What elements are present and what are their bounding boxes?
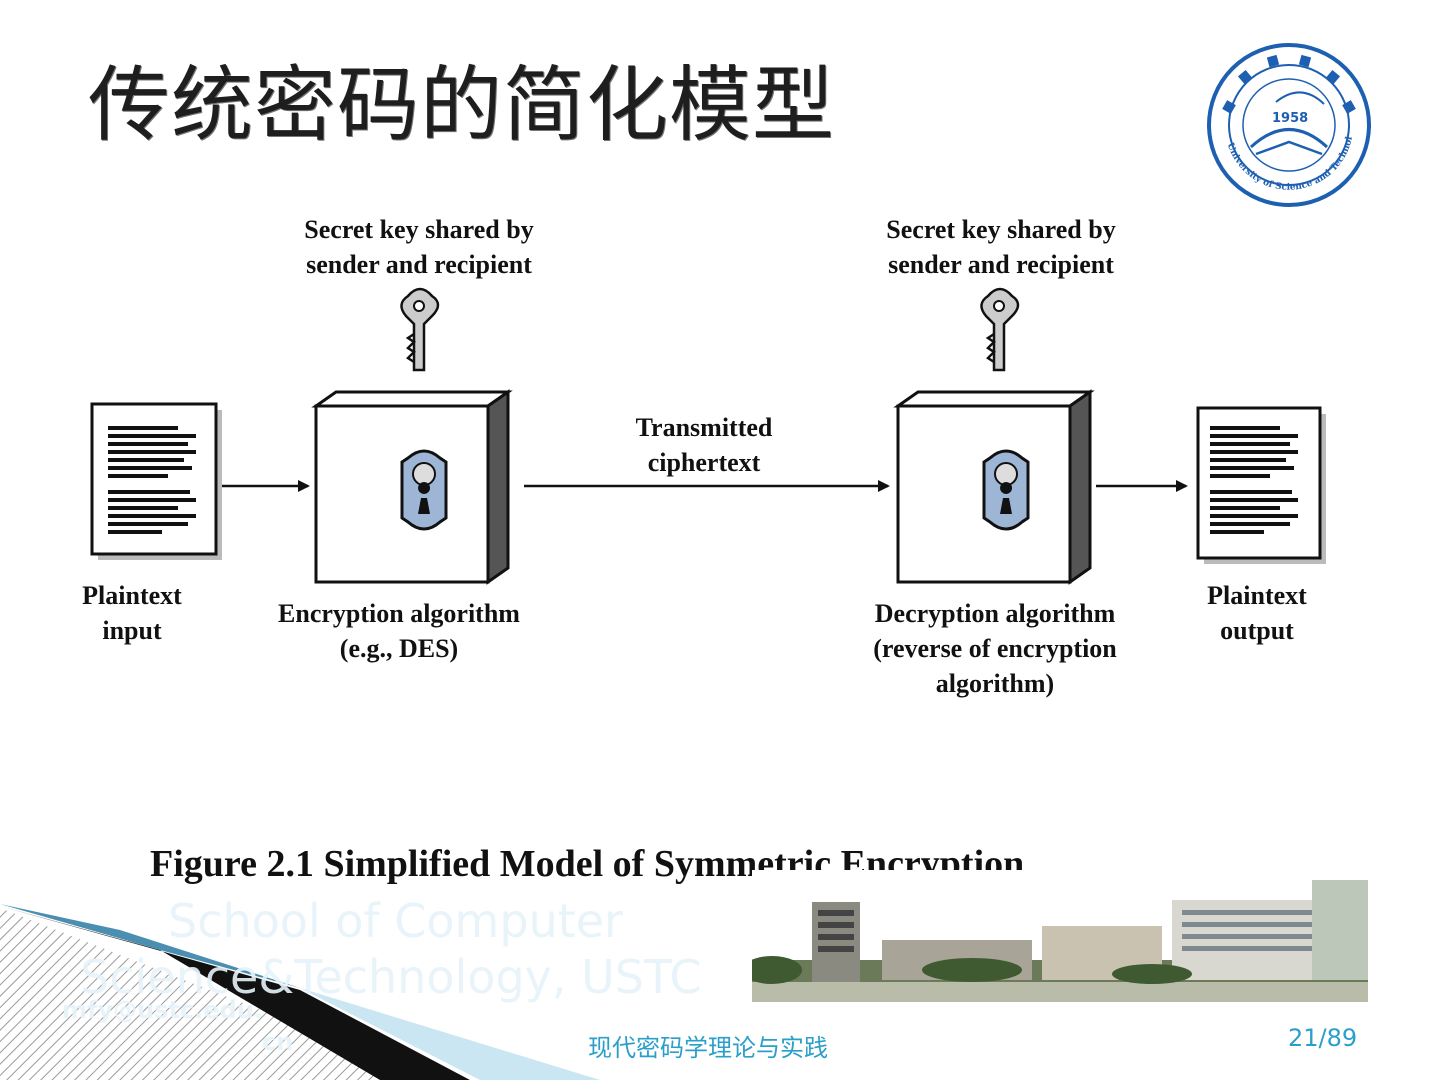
encryption-label-line2: (e.g., DES) <box>339 634 459 663</box>
decryption-lock-icon <box>982 449 1030 531</box>
left-key-label-line2: sender and recipient <box>306 250 532 279</box>
right-key-label-line1: Secret key shared by <box>886 215 1116 244</box>
encryption-lock-icon <box>400 449 448 531</box>
plaintext-input-line1: Plaintext <box>82 581 182 610</box>
plaintext-input-document-icon <box>90 402 222 560</box>
decryption-algorithm-box <box>893 389 1095 585</box>
plaintext-output-line1: Plaintext <box>1207 581 1307 610</box>
decryption-label-line3: algorithm) <box>935 669 1055 698</box>
left-key-label-line1: Secret key shared by <box>304 215 534 244</box>
plaintext-output-label: Plaintext output <box>1186 578 1328 648</box>
plaintext-output-line2: output <box>1220 616 1294 645</box>
symmetric-encryption-diagram <box>90 287 1326 585</box>
page-number: 21/89 <box>1288 1024 1358 1052</box>
plaintext-input-label: Plaintext input <box>62 578 202 648</box>
contact-email-line2: cn <box>262 1028 294 1056</box>
university-seal-logo: 1958 University of Science and Technolog… <box>1206 42 1371 207</box>
school-name-line1: School of Computer <box>168 894 623 948</box>
plaintext-output-document-icon <box>1196 406 1326 564</box>
slide-title: 传统密码的简化模型 <box>88 58 836 153</box>
contact-email-line1: mfy@ustc.edu. <box>62 996 263 1024</box>
right-key-label: Secret key shared by sender and recipien… <box>870 212 1132 282</box>
transmitted-label-line2: ciphertext <box>647 448 761 477</box>
transmitted-label-line1: Transmitted <box>635 413 773 442</box>
decryption-label-line2: (reverse of encryption <box>873 634 1117 663</box>
footer-course-title: 现代密码学理论与实践 <box>588 1034 828 1062</box>
transmitted-ciphertext-label: Transmitted ciphertext <box>604 410 804 480</box>
left-secret-key-icon <box>400 287 440 372</box>
right-key-label-line2: sender and recipient <box>888 250 1114 279</box>
left-key-label: Secret key shared by sender and recipien… <box>288 212 550 282</box>
encryption-algorithm-label: Encryption algorithm (e.g., DES) <box>258 596 540 666</box>
right-secret-key-icon <box>980 287 1020 372</box>
decryption-algorithm-label: Decryption algorithm (reverse of encrypt… <box>850 596 1140 701</box>
encryption-label-line1: Encryption algorithm <box>278 599 520 628</box>
seal-year: 1958 <box>1272 111 1308 126</box>
decryption-label-line1: Decryption algorithm <box>874 599 1116 628</box>
plaintext-input-line2: input <box>102 616 162 645</box>
school-name-line2: Science&Technology, USTC <box>80 950 702 1004</box>
campus-photo-image <box>752 870 1368 1002</box>
footer-decoration <box>0 904 600 1080</box>
